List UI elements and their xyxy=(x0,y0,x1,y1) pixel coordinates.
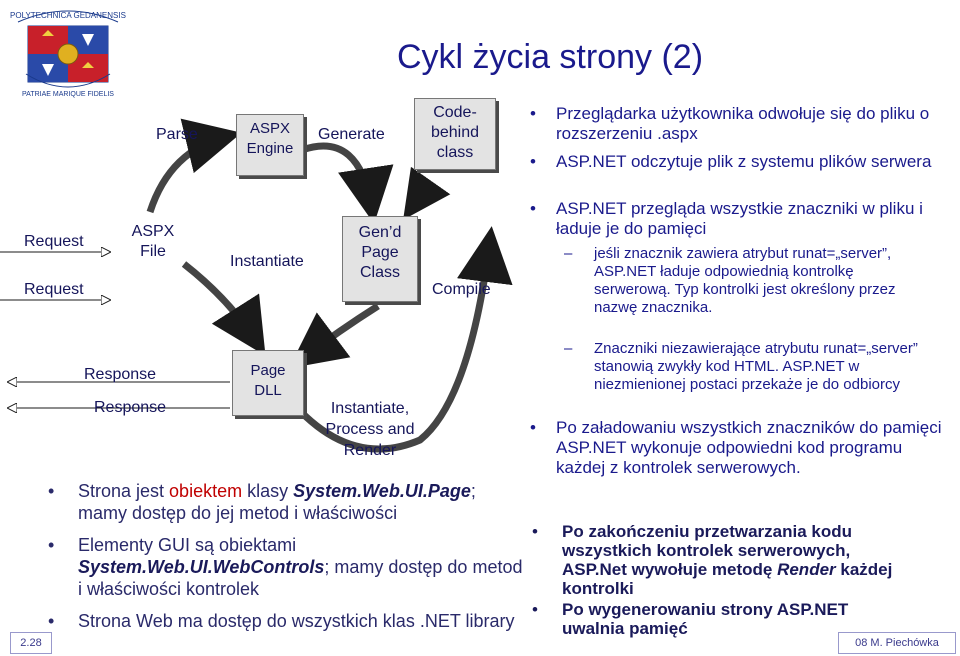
sub-bullet-1: –jeśli znacznik zawiera atrybut runat=„s… xyxy=(564,245,896,316)
instantiate-arrow xyxy=(288,303,380,369)
response-label-2: Response xyxy=(94,399,167,416)
response-label-1: Response xyxy=(84,366,157,383)
right-bullet-1: •Przeglądarka użytkownika odwołuje się d… xyxy=(530,104,930,143)
parse-arrow xyxy=(146,118,242,214)
parse-label: Parse xyxy=(156,126,198,143)
sub-bullet-2: –Znaczniki niezawierające atrybutu runat… xyxy=(564,340,918,393)
aspx-engine-node: ASPX Engine xyxy=(236,114,304,176)
left-bullet-3: • Strona Web ma dostęp do wszystkich kla… xyxy=(48,611,515,631)
left-bullet-list: • Strona jest obiektem klasy System.Web.… xyxy=(48,480,528,632)
page-number: 2.28 xyxy=(10,632,52,654)
aspx-to-dll-arrow xyxy=(181,261,266,356)
logo-text-top: POLYTECHNICA GEDANENSIS xyxy=(10,11,126,20)
university-logo: POLYTECHNICA GEDANENSIS PATRIAE MARIQUE … xyxy=(10,10,126,98)
right-bullet-4: •Po załadowaniu wszystkich znaczników do… xyxy=(530,418,942,477)
instantiate-label: Instantiate xyxy=(230,253,304,270)
generate-arrow xyxy=(300,142,394,224)
compile-label: Compile xyxy=(432,281,491,298)
right-bullet-2: •ASP.NET odczytuje plik z systemu plików… xyxy=(530,152,932,171)
generate-label: Generate xyxy=(318,126,385,143)
logo-text-bottom: PATRIAE MARIQUE FIDELIS xyxy=(22,91,114,98)
instantiate-process-render-label: Instantiate, Process and Render xyxy=(325,400,415,459)
request-label-2: Request xyxy=(24,281,84,298)
slide-title: Cykl życia strony (2) xyxy=(396,38,704,76)
left-bullet-1: • Strona jest obiektem klasy System.Web.… xyxy=(48,481,476,523)
compile-arrow xyxy=(403,166,451,220)
request-label-1: Request xyxy=(24,233,84,250)
aspx-file-node: ASPX File xyxy=(131,223,175,260)
footer-author: 08 M. Piechówka xyxy=(838,632,956,654)
process-render-arrow xyxy=(287,226,513,453)
left-bullet-2: • Elementy GUI są obiektami System.Web.U… xyxy=(48,535,523,599)
bottom-bullet-1: •Po zakończeniu przetwarzania kodu wszys… xyxy=(532,522,893,598)
codebehind-class-node: Code- behind class xyxy=(414,98,496,170)
bottom-bullet-2: •Po wygenerowaniu strony ASP.NET uwalnia… xyxy=(532,600,849,638)
generated-page-class-node: Gen’d Page Class xyxy=(342,216,418,302)
right-bullet-3: •ASP.NET przegląda wszystkie znaczniki w… xyxy=(530,199,923,238)
page-dll-node: Page DLL xyxy=(232,350,304,416)
